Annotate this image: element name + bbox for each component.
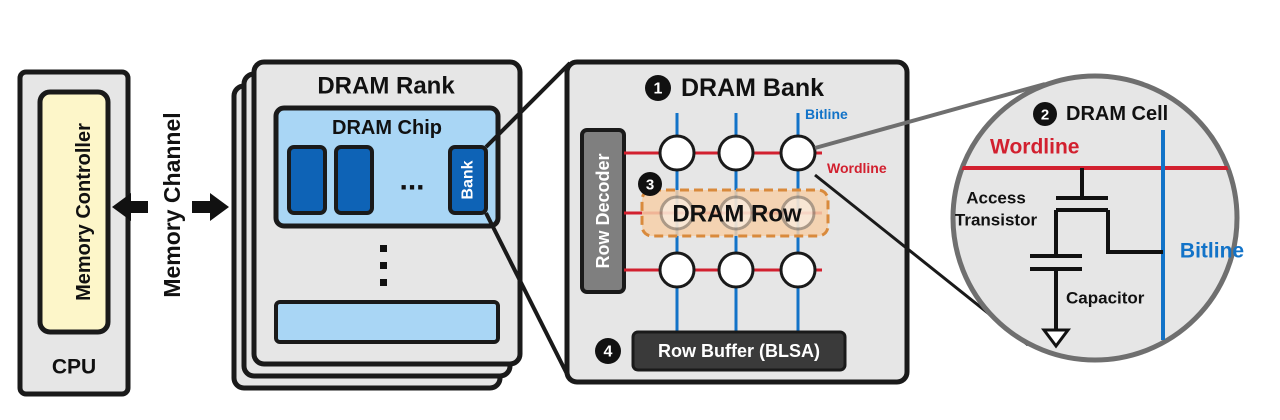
chip-bank-highlighted — [448, 145, 488, 215]
badge-1-icon — [645, 75, 671, 101]
dram-row-highlight — [640, 188, 830, 238]
badge-4-icon — [595, 338, 621, 364]
dram-rank-title: DRAM Rank — [317, 73, 455, 100]
cell-bitline-label: Bitline — [1180, 240, 1244, 263]
capacitor-label: Capacitor — [1066, 289, 1145, 308]
dram-cell-icon — [658, 134, 696, 172]
chip-bank-block — [334, 145, 374, 215]
row-buffer — [631, 330, 847, 372]
dram-cell-icon — [717, 251, 755, 289]
badge-3-number: 3 — [646, 177, 654, 194]
badge-4-number: 4 — [604, 344, 613, 361]
horizontal-ellipsis: ... — [399, 164, 424, 197]
cpu-label: CPU — [52, 356, 96, 379]
memory-channel-label: Memory Channel — [159, 112, 185, 297]
dram-cell-icon — [658, 251, 696, 289]
badge-1-number: 1 — [654, 81, 663, 98]
dram-cell-icon-highlighted — [779, 134, 817, 172]
dram-cell-panel: 2 DRAM Cell Wordline Access Transistor B… — [950, 73, 1244, 363]
badge-3-icon — [638, 172, 662, 196]
row-decoder-label: Row Decoder — [593, 153, 613, 268]
access-transistor-icon — [1054, 168, 1163, 256]
dram-chip: DRAM Chip ... Bank — [273, 105, 501, 229]
arrow-left-icon — [112, 193, 148, 221]
memory-channel: Memory Channel — [112, 112, 229, 298]
dram-chip-title: DRAM Chip — [332, 117, 442, 139]
cell-wordline-label: Wordline — [990, 136, 1079, 159]
dram-bank-panel: 1 DRAM Bank Bitline Wordline Row Decoder… — [564, 59, 910, 385]
ground-icon — [1041, 328, 1071, 349]
dram-cell-title: DRAM Cell — [1066, 103, 1168, 125]
access-transistor-label-1: Access — [966, 189, 1026, 208]
access-transistor-label-2: Transistor — [955, 211, 1038, 230]
row-decoder — [580, 128, 626, 294]
arrow-right-icon — [192, 193, 229, 221]
capacitor-icon — [1030, 254, 1082, 330]
chip-bank-block — [287, 145, 327, 215]
zoom-line — [484, 61, 572, 149]
zoom-line — [814, 82, 1046, 150]
bank-wordline-label: Wordline — [827, 160, 887, 176]
dram-cell-icon — [779, 251, 817, 289]
dram-row-label: DRAM Row — [672, 201, 802, 228]
chip-bottom-bar — [274, 300, 500, 344]
vertical-ellipsis — [380, 245, 387, 286]
bank-label: Bank — [460, 160, 477, 199]
zoom-line — [484, 212, 572, 381]
memory-controller-box — [37, 89, 111, 335]
dram-rank: DRAM Rank DRAM Chip ... Bank — [231, 59, 523, 391]
row-buffer-label: Row Buffer (BLSA) — [658, 341, 820, 361]
dram-bank-title: DRAM Bank — [681, 74, 824, 102]
badge-2-number: 2 — [1041, 107, 1049, 124]
dram-cell-icon — [717, 134, 755, 172]
memory-controller-label: Memory Controller — [73, 123, 95, 301]
cpu-block: Memory Controller CPU — [17, 69, 131, 397]
bank-bitline-label: Bitline — [805, 106, 848, 122]
badge-2-icon — [1033, 102, 1057, 126]
